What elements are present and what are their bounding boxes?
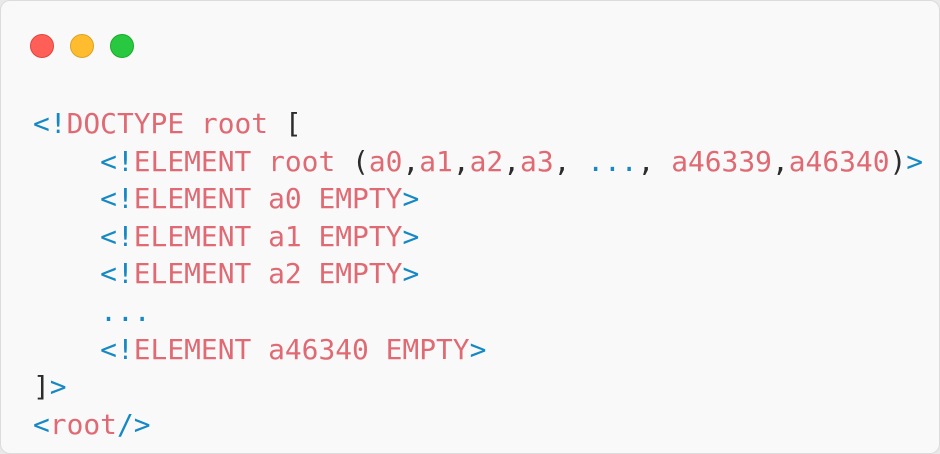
- code-text: [33, 182, 100, 215]
- code-line: <!ELEMENT a1 EMPTY>: [33, 218, 923, 256]
- code-text: ,: [771, 144, 789, 178]
- code-keyword: a46339: [671, 144, 772, 178]
- code-punctuation: <: [33, 407, 50, 441]
- code-punctuation: ...: [587, 144, 638, 178]
- code-punctuation: >: [402, 257, 420, 291]
- code-line: <!DOCTYPE root [: [33, 105, 923, 143]
- code-line: <!ELEMENT root (a0,a1,a2,a3, ..., a46339…: [33, 143, 923, 181]
- code-punctuation: <!: [100, 219, 134, 253]
- code-punctuation: <!: [100, 144, 134, 178]
- code-text: ,: [553, 144, 588, 178]
- code-text: ]: [33, 370, 50, 404]
- code-keyword: ELEMENT a2 EMPTY: [133, 257, 403, 291]
- code-text: ): [889, 144, 907, 178]
- code-keyword: DOCTYPE root: [66, 107, 285, 140]
- code-punctuation: >: [402, 182, 420, 216]
- close-button[interactable]: [30, 34, 54, 58]
- code-keyword: root: [49, 407, 117, 441]
- code-text: [33, 257, 100, 290]
- code-text: [: [284, 107, 302, 140]
- code-keyword: ELEMENT a46340 EMPTY: [133, 332, 470, 366]
- code-keyword: a0: [368, 144, 403, 178]
- code-block: <!DOCTYPE root [ <!ELEMENT root (a0,a1,a…: [33, 105, 923, 443]
- code-keyword: ELEMENT a1 EMPTY: [133, 219, 403, 253]
- code-line: <!ELEMENT a2 EMPTY>: [33, 255, 923, 293]
- code-keyword: a46340: [788, 144, 890, 178]
- code-line: ...: [33, 293, 923, 331]
- code-line: <!ELEMENT a46340 EMPTY>: [33, 331, 923, 369]
- code-punctuation: <!: [100, 257, 134, 291]
- code-punctuation: <!: [100, 332, 134, 366]
- code-text: [33, 145, 100, 178]
- code-keyword: a2: [469, 144, 504, 178]
- maximize-button[interactable]: [110, 34, 134, 58]
- code-punctuation: >: [402, 219, 420, 253]
- code-punctuation: <!: [100, 182, 134, 216]
- code-punctuation: ...: [100, 294, 151, 328]
- code-text: [33, 295, 100, 328]
- code-line: ]>: [33, 368, 923, 406]
- code-keyword: ELEMENT a0 EMPTY: [133, 182, 403, 216]
- code-punctuation: />: [116, 407, 151, 441]
- code-punctuation: >: [49, 370, 67, 404]
- code-keyword: a1: [419, 144, 453, 178]
- minimize-button[interactable]: [70, 34, 94, 58]
- code-punctuation: <!: [33, 107, 67, 140]
- code-line: <!ELEMENT a0 EMPTY>: [33, 180, 923, 218]
- code-text: (: [352, 144, 369, 178]
- code-punctuation: >: [906, 144, 924, 178]
- code-keyword: ELEMENT root: [133, 144, 353, 178]
- code-line: <root/>: [33, 406, 923, 444]
- code-text: [33, 220, 100, 253]
- code-text: ,: [503, 144, 521, 178]
- code-text: ,: [402, 144, 420, 178]
- code-text: ,: [637, 144, 672, 178]
- code-text: ,: [452, 144, 470, 178]
- code-text: [33, 333, 100, 366]
- code-punctuation: >: [469, 332, 487, 366]
- code-keyword: a3: [520, 144, 554, 178]
